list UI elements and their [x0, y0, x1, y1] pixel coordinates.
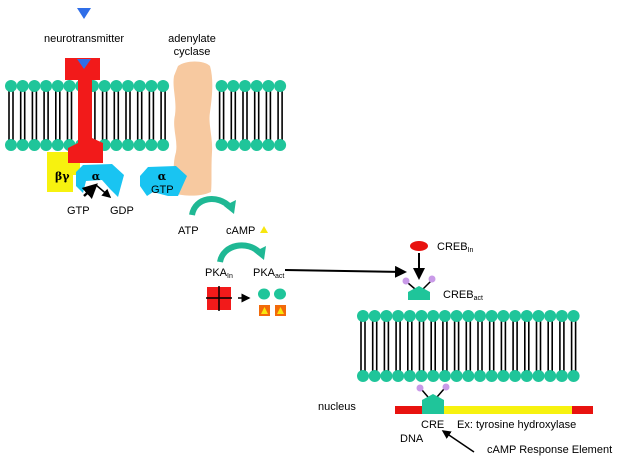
alpha-label: α [92, 170, 101, 183]
phospholipid [509, 310, 522, 382]
creb-inactive-icon [410, 241, 428, 251]
pka-activation-arrow [217, 242, 263, 263]
camp-label: cAMP [226, 225, 255, 237]
pka-catalytic-subunits [258, 288, 286, 300]
phospholipid [262, 80, 275, 151]
adenylate-cyclase-label-line2: cyclase [174, 46, 211, 58]
phospholipid [450, 310, 463, 382]
phospholipid [16, 80, 29, 151]
dna-label: DNA [400, 433, 424, 445]
phospholipid [145, 80, 158, 151]
creb-in-subscript: In [468, 247, 474, 254]
phospholipid [497, 310, 510, 382]
adenylate-cyclase [173, 61, 213, 196]
g-protein-beta-gamma [47, 152, 80, 192]
phospholipid [157, 80, 170, 151]
phospholipid [368, 310, 381, 382]
neurotransmitter-icon [77, 8, 91, 19]
creb-active-icon [402, 275, 436, 300]
receptor [65, 58, 103, 163]
pka-in-text: PKA [205, 267, 228, 279]
phospholipid [98, 80, 111, 151]
nuclear-membrane [357, 310, 580, 382]
phospholipid [438, 310, 451, 382]
creb-act-text: CREB [443, 289, 474, 301]
gene-example-label: Ex: tyrosine hydroxylase [457, 419, 576, 431]
phospholipid [122, 80, 134, 151]
creb-in-label: CREBIn [437, 241, 474, 254]
gtp-label: GTP [67, 205, 90, 217]
phospholipid [555, 310, 568, 382]
phospholipid [392, 310, 405, 382]
pka-to-creb-arrow [284, 265, 407, 278]
gtp-in-arrow [81, 183, 98, 199]
phospholipid [415, 310, 428, 382]
phospholipid [567, 310, 580, 382]
atp-to-camp-arrow [189, 196, 233, 216]
alpha-gtp-label: GTP [151, 184, 174, 196]
g-protein-alpha [76, 164, 124, 197]
phospholipid [227, 80, 240, 151]
cre-label: CRE [421, 419, 444, 431]
beta-gamma-label: βγ [55, 170, 70, 183]
bound-neurotransmitter-icon [77, 59, 91, 69]
pka-act-label: PKAact [253, 267, 284, 280]
cre-pointer-arrow [441, 430, 475, 453]
phospholipid [427, 310, 440, 382]
phospholipid [274, 80, 287, 151]
phospholipid [40, 80, 53, 151]
g-protein-alpha-active [140, 166, 187, 196]
phospholipid [520, 310, 533, 382]
cell-membrane [5, 80, 287, 151]
pka-inactive-complex [206, 286, 232, 311]
phospholipid [51, 80, 64, 151]
phospholipid [474, 310, 486, 382]
phospholipid [28, 80, 41, 151]
phospholipid [63, 80, 76, 151]
atp-label: ATP [178, 225, 199, 237]
gene-region [441, 406, 572, 414]
phospholipid [133, 80, 146, 151]
phospholipid [5, 80, 17, 151]
phospholipid [403, 310, 416, 382]
phospholipid [357, 310, 369, 382]
phospholipid [485, 310, 498, 382]
pka-regulatory-subunits [259, 305, 286, 316]
pka-activation-arrowhead [254, 246, 266, 260]
creb-act-subscript: act [474, 295, 483, 302]
phospholipid [250, 80, 263, 151]
phospholipid [532, 310, 545, 382]
cre-full-label: cAMP Response Element [487, 444, 612, 456]
pka-in-label: PKAIn [205, 267, 233, 280]
creb-bound-to-cre [416, 383, 450, 414]
camp-icon [260, 226, 268, 233]
phospholipid [462, 310, 475, 382]
pka-in-subscript: In [227, 273, 233, 280]
alpha-active-label: α [158, 170, 167, 183]
pka-act-subscript: act [275, 273, 284, 280]
phospholipid [544, 310, 557, 382]
phospholipid [110, 80, 123, 151]
gdp-out-arrow [95, 184, 112, 198]
neurotransmitter-label: neurotransmitter [44, 33, 124, 45]
phospholipid [380, 310, 393, 382]
gdp-label: GDP [110, 205, 134, 217]
nucleus-label: nucleus [318, 401, 356, 413]
adenylate-cyclase-label-line1: adenylate [168, 33, 216, 45]
atp-to-camp-arrowhead [224, 200, 236, 214]
creb-in-text: CREB [437, 241, 468, 253]
creb-act-label: CREBact [443, 289, 483, 302]
phospholipid [215, 80, 228, 151]
pka-act-text: PKA [253, 267, 276, 279]
phospholipid [239, 80, 251, 151]
